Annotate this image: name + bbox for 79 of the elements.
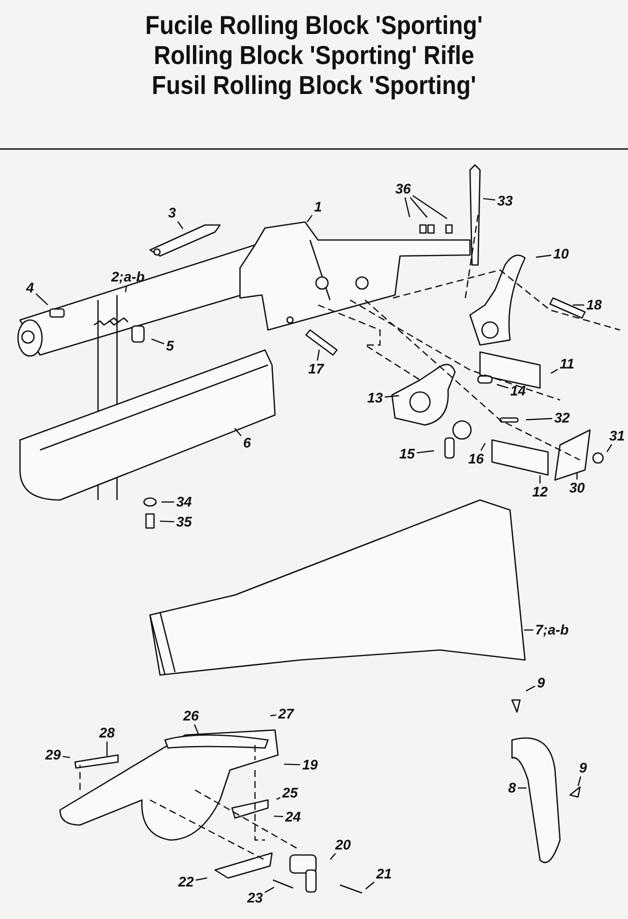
leader-line <box>284 764 300 766</box>
callout-number: 16 <box>468 452 484 466</box>
callout-number: 7;a-b <box>535 622 569 638</box>
leader-line <box>177 221 184 230</box>
callout-number: 33 <box>497 194 513 208</box>
leader-line <box>550 368 558 374</box>
callout-number: 14 <box>510 384 526 398</box>
leader-line <box>161 501 174 503</box>
leader-line <box>270 714 276 716</box>
callout-number: 5 <box>166 338 174 354</box>
leader-line <box>151 338 164 344</box>
callout-number: 17 <box>308 362 324 376</box>
leader-line <box>196 877 208 881</box>
callout-number: 36 <box>395 182 411 196</box>
callout-number: 20 <box>335 838 351 852</box>
leader-line <box>276 797 280 800</box>
callout-number: 18 <box>586 298 602 312</box>
leader-line <box>539 475 541 484</box>
callout-number: 9 <box>537 676 545 690</box>
callout-number: 27 <box>278 706 294 722</box>
callout-number: 32 <box>554 410 570 426</box>
callout-number: 25 <box>282 786 298 800</box>
leader-line <box>384 395 400 398</box>
leader-line <box>526 686 536 692</box>
callout-number: 13 <box>367 390 383 406</box>
callout-number: 21 <box>376 866 392 882</box>
callout-number: 9 <box>579 760 587 776</box>
leader-line <box>578 776 582 786</box>
callout-number: 6 <box>243 436 251 450</box>
leader-line <box>62 756 70 758</box>
leader-line <box>404 197 410 218</box>
callout-number: 24 <box>285 810 301 824</box>
callout-number: 29 <box>45 748 61 762</box>
leader-line <box>274 816 284 818</box>
leader-line <box>536 254 552 258</box>
callout-number: 15 <box>399 446 415 462</box>
callout-number: 2;a-b <box>111 270 145 284</box>
leader-line <box>106 742 108 756</box>
callout-number: 12 <box>532 484 548 500</box>
subtitle: Fusil Rolling Block 'Sporting' <box>150 70 478 100</box>
callout-number: 35 <box>176 514 192 530</box>
subtitle: Rolling Block 'Sporting' Rifle <box>152 40 476 70</box>
leader-line <box>518 787 526 789</box>
callout-number: 11 <box>560 356 574 372</box>
callout-number: 28 <box>99 726 115 740</box>
callout-number: 1 <box>314 200 322 214</box>
leader-line <box>234 428 242 436</box>
callout-number: 19 <box>302 758 318 772</box>
callout-number: 3 <box>168 206 176 220</box>
leader-line <box>524 629 534 631</box>
leader-line <box>330 853 336 860</box>
callout-number: 22 <box>178 874 194 890</box>
leader-line <box>410 197 428 218</box>
leader-line <box>606 444 612 452</box>
callout-number: 34 <box>176 494 192 510</box>
leader-line <box>264 886 274 893</box>
leader-line <box>576 472 578 480</box>
leader-line <box>35 293 48 306</box>
leader-line <box>483 198 496 200</box>
leader-line <box>526 418 552 420</box>
callout-number: 26 <box>183 708 199 724</box>
leader-line <box>416 450 434 454</box>
callout-number: 4 <box>26 280 34 296</box>
leader-line <box>194 724 199 734</box>
callout-number: 8 <box>508 780 516 796</box>
leader-line <box>124 285 128 292</box>
title: Fucile Rolling Block 'Sporting' <box>144 10 484 40</box>
leader-line <box>480 442 486 451</box>
leader-line <box>572 304 584 306</box>
leader-line <box>412 195 448 220</box>
callout-number: 31 <box>609 428 625 444</box>
leader-line <box>316 350 320 361</box>
callout-number: 30 <box>569 480 585 496</box>
leader-line <box>306 214 313 222</box>
callout-number: 10 <box>553 246 569 262</box>
leader-line <box>160 520 174 522</box>
leader-line <box>496 384 508 389</box>
callout-number: 23 <box>247 890 263 906</box>
leader-line <box>365 882 375 890</box>
